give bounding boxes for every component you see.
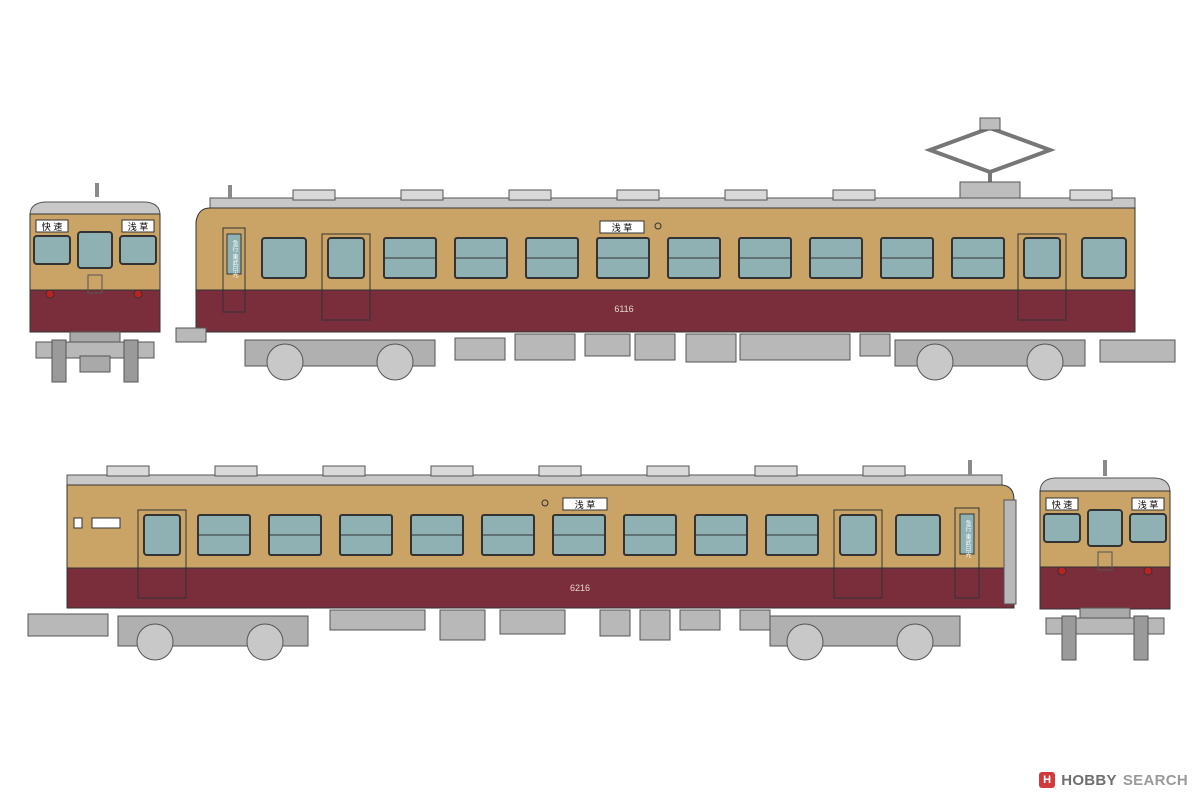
underfloor-bottom [27,499,1017,641]
bogie-bottom-1 [117,615,309,661]
side-sign-text: 急行 東武日光 [964,519,971,559]
car-number: 6216 [570,583,590,593]
car-number: 6116 [614,304,633,314]
car-bottom: 浅 草 急行 東武日光 [27,460,1017,661]
roof-vents-bottom [106,465,906,477]
front-view-left: 快 速 浅 草 [29,183,161,383]
watermark-text: SEARCH [1122,771,1188,789]
front-destination-label: 浅 草 [1138,499,1159,510]
watermark: H HOBBY SEARCH [1039,770,1188,790]
bogie-bottom-2 [769,615,961,661]
destination-label: 浅 草 [575,499,596,510]
front-view-right: 快 速 浅 草 [1039,460,1171,661]
bogie-top-1 [244,339,436,381]
hobby-search-logo-icon: H [1039,772,1056,788]
pantograph [924,117,1056,199]
roof-vents-top [292,189,1113,201]
car-top: 急行 東武日光 浅 草 [175,117,1176,381]
bogie-top-2 [894,339,1086,381]
front-destination-label: 浅 草 [128,221,149,232]
side-sign-text: 急行 東武日光 [231,239,238,279]
front-type-label: 快 速 [42,221,63,232]
destination-label: 浅 草 [612,222,633,233]
front-type-label: 快 速 [1052,499,1073,510]
underfloor-top [175,327,1176,363]
watermark-brand: HOBBY [1061,771,1117,789]
